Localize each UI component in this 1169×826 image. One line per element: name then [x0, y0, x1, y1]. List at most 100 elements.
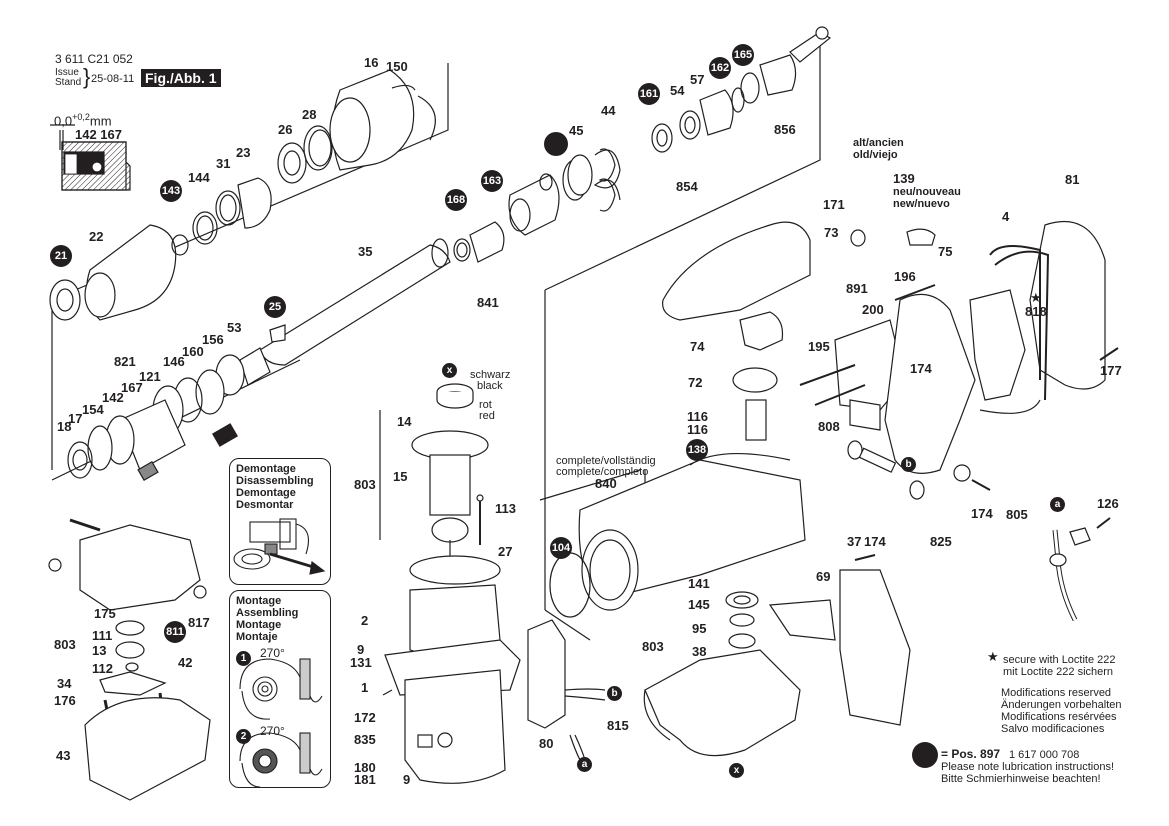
handle-parts [799, 221, 1119, 500]
connector-x-badge: x [442, 363, 457, 378]
part-label: 113 [495, 501, 516, 516]
rotation-angle-1: 270° [260, 646, 285, 660]
note-old-line1: alt/ancien [853, 137, 904, 149]
connector-b-badge: b [901, 457, 916, 472]
part-label: 26 [278, 122, 293, 137]
part-label: 160 [182, 344, 204, 359]
part-label: 44 [601, 103, 616, 118]
panel-title: Desmontar [236, 499, 294, 511]
loctite-note-de: mit Loctite 222 sichern [1003, 666, 1114, 678]
tolerance-value: 0,0+0,2mm [54, 112, 112, 129]
part-label: 131 [350, 655, 372, 670]
part-label: 200 [862, 302, 884, 317]
part-label: 18 [57, 419, 72, 434]
lubrication-badge: 168 [445, 189, 467, 211]
note-black-en: black [477, 380, 503, 392]
hammer-mechanism-parts [453, 26, 832, 263]
rotation-angle-2: 270° [260, 724, 285, 738]
connector-x-badge: x [729, 763, 744, 778]
part-label: 180 [354, 760, 376, 775]
part-label: 835 [354, 732, 376, 747]
note-complete-line2: complete/completo [556, 466, 649, 478]
part-label: 73 [824, 225, 839, 240]
part-label: 95 [692, 621, 707, 636]
lubrication-badge: 21 [50, 245, 72, 267]
lubrication-badge: 162 [709, 57, 731, 79]
part-label: 803 [642, 639, 664, 654]
part-label: 81 [1065, 172, 1080, 187]
part-label: 116 [687, 422, 708, 437]
part-label: 815 [607, 718, 629, 733]
part-label: 1 [361, 680, 369, 695]
part-label: 28 [302, 107, 317, 122]
part-label: 818 [1025, 304, 1047, 319]
lubrication-position: = Pos. 897 [941, 747, 1001, 761]
modifications-en: Modifications reserved [1001, 687, 1112, 699]
part-label: 116 [687, 409, 708, 424]
inset-parts-label: 142 167 [75, 127, 122, 142]
connector-a-badge: a [577, 757, 592, 772]
part-label: 57 [690, 72, 705, 87]
part-label: 181 [354, 772, 376, 787]
part-label: 156 [202, 332, 224, 347]
part-label: 821 [114, 354, 136, 369]
part-label: 4 [1002, 209, 1010, 224]
lubrication-dot-badge [544, 132, 568, 156]
part-label: 841 [477, 295, 499, 310]
part-label: 75 [938, 244, 953, 259]
note-black-de: schwarz [470, 369, 511, 381]
note-new-line2: new/nuevo [893, 198, 950, 210]
modifications-fr: Modifications resérvées [1001, 711, 1117, 723]
part-label: 172 [354, 710, 376, 725]
part-label: 856 [774, 122, 796, 137]
lubrication-badge: 161 [638, 83, 660, 105]
part-label: 177 [1100, 363, 1122, 378]
spindle-tube [67, 238, 451, 482]
part-label: 9 [403, 772, 411, 787]
figure-tag: Fig./Abb. 1 [141, 69, 221, 87]
assembling-panel: Montage Assembling Montage Montaje 1 270… [229, 590, 331, 788]
loctite-note-en: secure with Loctite 222 [1003, 654, 1116, 666]
lubrication-badge: 104 [550, 537, 572, 559]
part-label: 174 [864, 534, 886, 549]
step-1-badge: 1 [236, 651, 251, 666]
part-label: 139 [893, 171, 915, 186]
part-label: 854 [676, 179, 698, 194]
power-cord [1049, 517, 1111, 622]
part-label: 171 [823, 197, 845, 212]
part-label: 803 [54, 637, 76, 652]
part-label: 14 [397, 414, 412, 429]
lubrication-badge: 25 [264, 296, 286, 318]
panel-title: Demontage [236, 487, 296, 499]
part-label: 175 [94, 606, 116, 621]
issue-label-de: Stand [55, 77, 82, 88]
lubrication-badge: 165 [732, 44, 754, 66]
part-label: 37 [847, 534, 862, 549]
part-label: 121 [139, 369, 161, 384]
part-label: 840 [595, 476, 617, 491]
spring-removal-illustration [233, 518, 326, 575]
panel-title: Montage [236, 595, 282, 607]
part-label: 35 [358, 244, 373, 259]
part-label: 111 [92, 628, 113, 643]
part-label: 167 [121, 380, 143, 395]
part-label: 142 [102, 390, 124, 405]
part-label: 196 [894, 269, 916, 284]
part-label: 805 [1006, 507, 1028, 522]
lubrication-note-en: Please note lubrication instructions! [941, 761, 1115, 773]
part-label: 808 [818, 419, 840, 434]
panel-title: Montage [236, 619, 282, 631]
chuck-parts [49, 69, 436, 321]
part-label: 803 [354, 477, 376, 492]
part-label: 825 [930, 534, 952, 549]
lubrication-badge: 138 [686, 439, 708, 461]
note-complete-line1: complete/vollständig [556, 455, 656, 467]
note-red-en: red [479, 410, 495, 422]
modifications-es: Salvo modificaciones [1001, 723, 1105, 735]
part-label: 43 [56, 748, 71, 763]
part-label: 2 [361, 613, 369, 628]
issue-label-en: Issue [55, 67, 79, 78]
part-label: 112 [92, 661, 113, 676]
part-label: 15 [393, 469, 408, 484]
brush-plate-and-cover [48, 518, 211, 801]
